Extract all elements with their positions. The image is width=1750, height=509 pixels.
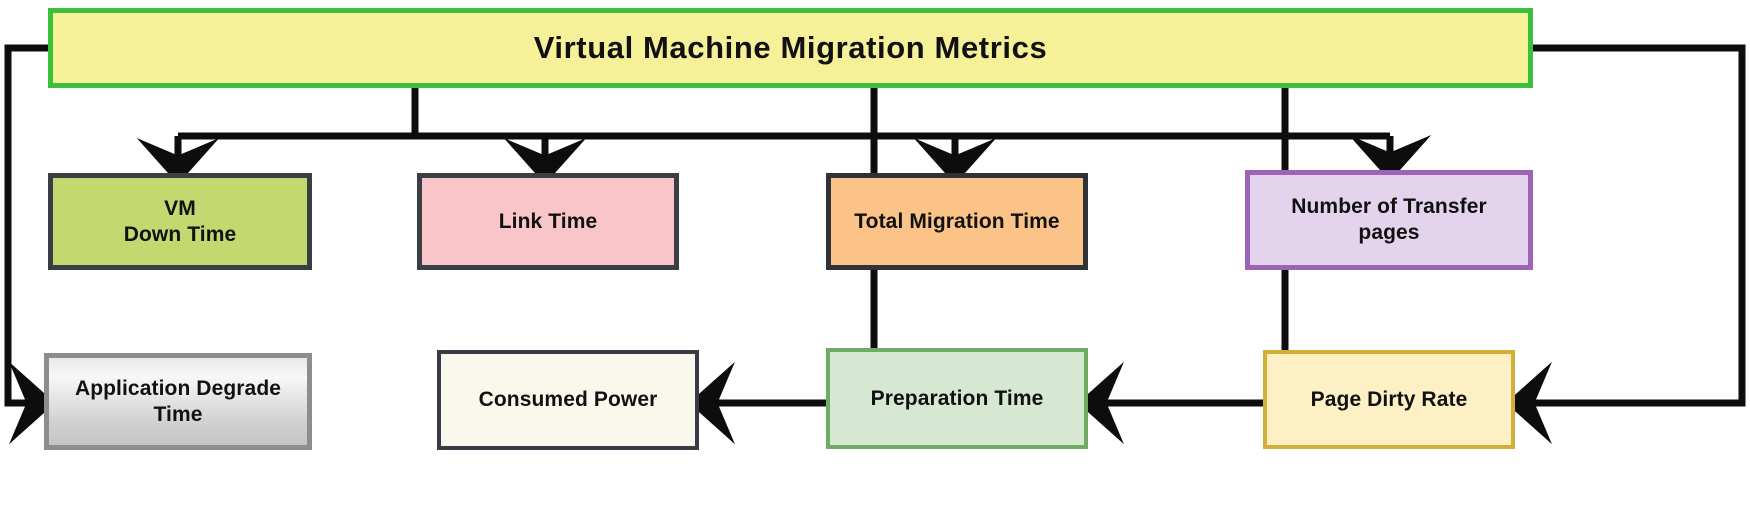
node-link-time[interactable]: Link Time: [417, 173, 679, 270]
node-application-degrade-time-label: Application Degrade Time: [74, 376, 282, 426]
node-number-of-transfer-pages[interactable]: Number of Transfer pages: [1245, 170, 1533, 270]
node-consumed-power-label: Consumed Power: [478, 388, 658, 412]
node-preparation-time-label: Preparation Time: [870, 386, 1044, 410]
node-root-virtual-machine-migration-metrics[interactable]: Virtual Machine Migration Metrics: [48, 8, 1533, 88]
node-total-migration-time[interactable]: Total Migration Time: [826, 173, 1088, 270]
node-page-dirty-rate[interactable]: Page Dirty Rate: [1263, 350, 1515, 449]
node-consumed-power[interactable]: Consumed Power: [437, 350, 699, 450]
node-link-time-label: Link Time: [498, 209, 598, 233]
edge-root-to-application-degrade-time: [4, 44, 56, 445]
edge-root-to-page-dirty-rate: [1505, 44, 1746, 445]
node-preparation-time[interactable]: Preparation Time: [826, 348, 1088, 449]
node-vm-down-time[interactable]: VM Down Time: [48, 173, 312, 270]
node-application-degrade-time[interactable]: Application Degrade Time: [44, 353, 312, 450]
node-total-migration-time-label: Total Migration Time: [854, 209, 1060, 233]
node-number-of-transfer-pages-label: Number of Transfer pages: [1291, 195, 1487, 244]
node-page-dirty-rate-label: Page Dirty Rate: [1310, 387, 1468, 411]
node-vm-down-time-label: VM Down Time: [123, 196, 237, 246]
node-root-label: Virtual Machine Migration Metrics: [533, 30, 1048, 66]
